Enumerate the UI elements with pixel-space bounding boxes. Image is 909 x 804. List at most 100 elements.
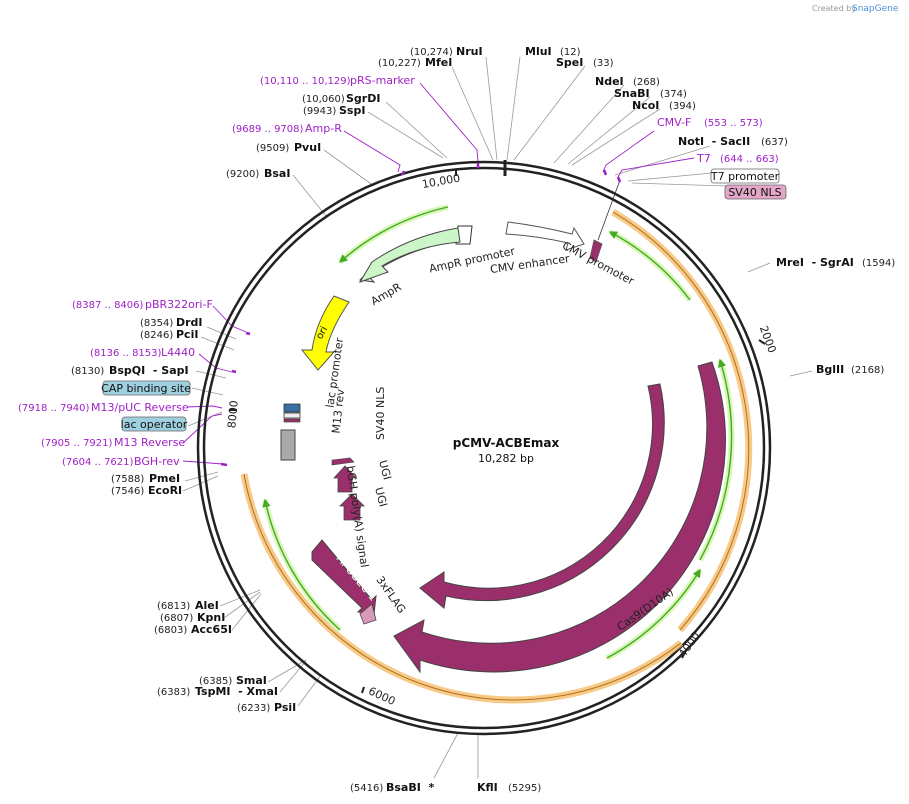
enzyme-pos: (9200) [226, 169, 259, 180]
primer-pos: (7918 .. 7940) [18, 403, 90, 414]
ugi-label-1: UGI [376, 459, 394, 482]
enzyme-pos: (637) [761, 137, 788, 148]
enzyme-pos: (12) [560, 47, 581, 58]
primer-pos: (7604 .. 7621) [62, 457, 134, 468]
enzyme-pos: (7546) [111, 486, 144, 497]
enzyme-name: PciI [176, 328, 198, 341]
orf-halo-right-edge [612, 211, 750, 631]
enzyme-name: NotI - SacII [678, 135, 750, 148]
enzyme-name: BsaI [264, 167, 290, 180]
enzyme-name: SpeI [556, 56, 583, 69]
enzyme-name: KpnI [197, 611, 225, 624]
enzyme-pos: (5416) [350, 783, 383, 794]
enzyme-pos: (33) [593, 58, 614, 69]
enzyme-name: KflI [477, 781, 498, 794]
primer-name: BGH-rev [134, 455, 180, 468]
ampr-label: AmpR [369, 280, 404, 308]
primer-pos: (9689 .. 9708) [232, 124, 304, 135]
enzyme-name: BsaBI * [386, 781, 434, 794]
enzyme-pos: (2168) [851, 365, 884, 376]
orf-arrows [262, 204, 735, 661]
primer-pos: (644 .. 663) [720, 154, 779, 165]
enzyme-name: TspMI - XmaI [195, 685, 278, 698]
sv40-nls-box: SV40 NLS [724, 184, 787, 200]
enzyme-name: SspI [339, 104, 365, 117]
enzyme-pos: (8246) [140, 330, 173, 341]
enzyme-name: SgrDI [346, 92, 380, 105]
ugi-arrow-2 [339, 493, 365, 521]
enzyme-name: PsiI [274, 701, 296, 714]
enzyme-name: MfeI [425, 56, 452, 69]
enzyme-pos: (6807) [160, 613, 193, 624]
cmv-enhancer-arrow [505, 221, 585, 251]
enzyme-name: SnaBI [614, 87, 650, 100]
enzyme-pos: (6385) [199, 676, 232, 687]
credit-prefix: Created by [812, 4, 856, 13]
enzyme-pos: (268) [633, 77, 660, 88]
ugi-arrow-1 [333, 465, 357, 493]
enzyme-name: PvuI [294, 141, 321, 154]
m13-rev-label: M13 rev [330, 388, 348, 434]
primer-name: Amp-R [305, 122, 342, 135]
enzyme-name: MluI [525, 45, 552, 58]
snapgene-logo-text: SnapGene [852, 4, 899, 14]
ori-arrow [300, 295, 350, 371]
bgh-polya-block [280, 429, 296, 461]
tick-8000: 8000 [225, 400, 240, 429]
feature-marks [220, 163, 766, 694]
plasmid-size: 10,282 bp [478, 452, 534, 465]
enzyme-pos: (6803) [154, 625, 187, 636]
enzyme-pos: (10,274) [410, 47, 453, 58]
enzyme-pos: (6383) [157, 687, 190, 698]
enzyme-pos: (10,060) [302, 94, 345, 105]
enzyme-name: BspQI - SapI [109, 364, 189, 377]
ugi-label-2: UGI [372, 486, 390, 509]
primer-name: pBR322ori-F [145, 298, 213, 311]
enzyme-pos: (8354) [140, 318, 173, 329]
enzyme-labels: (10,274) NruI (10,227) MfeI (10,060) Sgr… [71, 45, 895, 794]
enzyme-name: NdeI [595, 75, 624, 88]
enzyme-pos: (10,227) [378, 58, 421, 69]
enzyme-pos: (7588) [111, 474, 144, 485]
enzyme-pos: (374) [660, 89, 687, 100]
cap-binding-label: CAP binding site [101, 382, 191, 395]
sv40-nls-arrow [331, 457, 355, 466]
primer-labels: (10,110 .. 10,129) pRS-marker (9689 .. 9… [18, 74, 779, 468]
cas9d10a-arrow [393, 361, 726, 674]
flag-block [359, 603, 377, 625]
enzyme-name: BglII [816, 363, 844, 376]
orf-halo-left-edge [243, 473, 682, 701]
primer-pos: (10,110 .. 10,129) [260, 76, 351, 87]
primer-pos: (7905 .. 7921) [41, 438, 113, 449]
t7-promoter-label: T7 promoter [710, 170, 780, 183]
primer-name: CMV-F [657, 116, 691, 129]
sv40-nls-inner-label: SV40 NLS [374, 387, 387, 440]
primer-pos: (8136 .. 8153) [90, 348, 162, 359]
cap-binding-box: CAP binding site [101, 380, 191, 396]
tick-2000: 2000 [757, 324, 779, 355]
primer-name: pRS-marker [350, 74, 415, 87]
enzyme-pos: (394) [669, 101, 696, 112]
enzyme-pos: (5295) [508, 783, 541, 794]
enzyme-pos: (8130) [71, 366, 104, 377]
enzyme-name: SmaI [236, 674, 267, 687]
primer-name: M13 Reverse [114, 436, 185, 449]
primer-pos: (553 .. 573) [704, 118, 763, 129]
inner-features [280, 179, 726, 674]
plasmid-backbone [196, 160, 772, 736]
enzyme-name: MreI - SgrAI [776, 256, 854, 269]
enzyme-name: EcoRI [148, 484, 182, 497]
lac-operator-label: lac operator [121, 418, 188, 431]
enzyme-pos: (9943) [303, 106, 336, 117]
cas9-label: Cas9 [604, 560, 632, 588]
cmv-promoter-arrow [589, 239, 603, 263]
enzyme-name: DrdI [176, 316, 203, 329]
m13-rev-block [283, 418, 301, 423]
primer-name: T7 [696, 152, 711, 165]
enzyme-name: PmeI [149, 472, 180, 485]
enzyme-name: NcoI [632, 99, 659, 112]
enzyme-pos: (9509) [256, 143, 289, 154]
primer-pos: (8387 .. 8406) [72, 300, 144, 311]
enzyme-name: NruI [456, 45, 483, 58]
